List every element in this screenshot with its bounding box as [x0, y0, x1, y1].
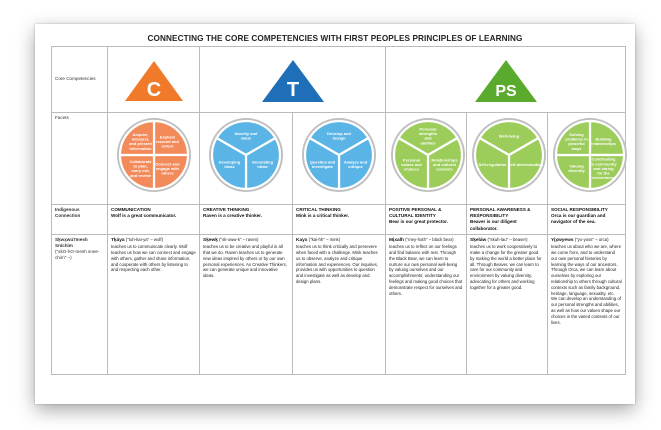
triangle-ps-letter: PS [495, 83, 517, 100]
facet-label: Self-regulation [479, 162, 508, 167]
language-cell-3: Mi̱xalh ("mey-hoth" – black bear)teaches… [385, 233, 467, 375]
page-title: CONNECTING THE CORE COMPETENCIES WITH FI… [147, 34, 523, 43]
facet-slice [473, 136, 511, 191]
triangle-t-letter: T [286, 79, 298, 101]
core-competencies-row: Core Competencies C T PS [51, 46, 627, 113]
facet-slice [118, 119, 155, 157]
competency-table: Core Competencies C T PS [51, 46, 627, 375]
language-row: Sḵwx̱wú7mesh Sníchim ("skO-hO-mesh snee-… [51, 233, 627, 375]
triangle-t-shape [261, 59, 324, 102]
language-cell-0: Tḵáya ("tuh-kai-ya" – wolf)teaches us to… [107, 233, 200, 375]
facet-slice [152, 153, 189, 191]
facet-slice [210, 136, 248, 191]
facet-slice [303, 136, 341, 191]
language-cell-4: Sḵeláw ("skuh-lau" – beaver)teaches us t… [466, 233, 548, 375]
competency-t-cell: T [199, 46, 386, 113]
triangle-c-shape [124, 60, 183, 101]
facet-slice [588, 153, 626, 191]
row-label-language: Sḵwx̱wú7mesh Sníchim ("skO-hO-mesh snee-… [51, 233, 108, 375]
document-sheet: CONNECTING THE CORE COMPETENCIES WITH FI… [35, 24, 635, 404]
facet-slice [426, 136, 464, 191]
facet-slice [554, 153, 592, 191]
triangle-ps-shape [474, 59, 537, 102]
facet-slice [337, 136, 375, 191]
facet-slice [308, 119, 370, 157]
facet-label: Self-determination [508, 162, 544, 167]
facet-label: Well-being [499, 133, 520, 138]
competency-c-cell: C [107, 46, 200, 113]
facet-pie: Well-beingSelf-determinationSelf-regulat… [472, 118, 546, 192]
competency-ps-cell: PS [384, 46, 627, 113]
row-label-core: Core Competencies [51, 46, 108, 113]
competency-ps-triangle: PS [474, 59, 537, 102]
competency-c-triangle: C [124, 60, 183, 101]
facet-slice [588, 119, 626, 157]
facet-slice [478, 119, 540, 157]
facet-slice [554, 119, 592, 157]
row-label-facets: Facets [51, 112, 108, 205]
facet-slice [392, 136, 430, 191]
facet-slice [118, 153, 155, 191]
competency-t-triangle: T [261, 59, 324, 102]
language-cell-5: Yi̱x̱wyews ("yo-yoss" – orca)teaches us … [546, 233, 627, 375]
row-label-indigenous: Indigenous Connection [51, 204, 108, 235]
facet-slice [152, 119, 189, 157]
facet-slice [244, 136, 282, 191]
triangle-c-letter: C [146, 79, 160, 101]
facet-slice [215, 119, 277, 157]
facet-slice [397, 119, 459, 157]
facet-slice [507, 136, 545, 191]
language-cell-2: Kayx ("kai-hh" – mink)teaches us to thin… [292, 233, 386, 375]
language-cell-1: Sḵewḵ ("sk-oww-k" – raven)teaches us to … [199, 233, 293, 375]
